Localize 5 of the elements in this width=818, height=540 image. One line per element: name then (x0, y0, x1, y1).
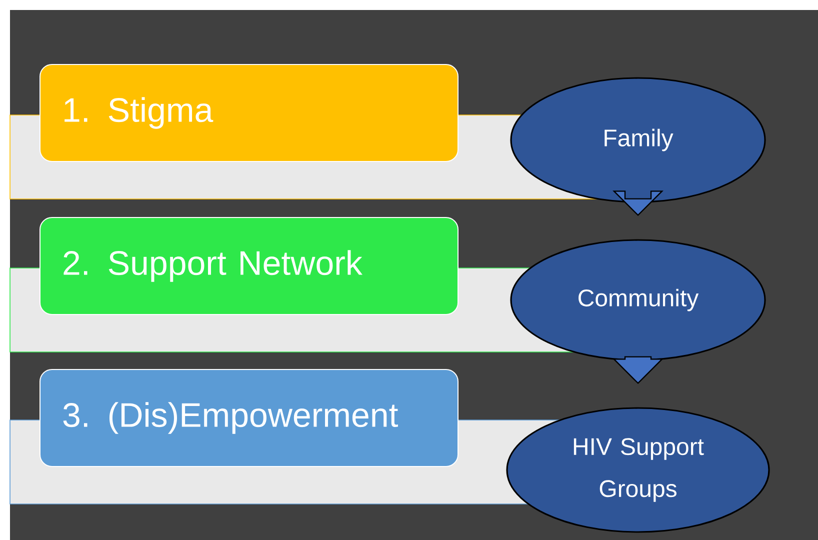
category-box: 1. Stigma (40, 64, 458, 162)
block-arrow (612, 190, 664, 216)
block-arrow (612, 356, 664, 384)
category-box: 2. Support Network (40, 217, 458, 315)
category-box: 3. (Dis)Empowerment (40, 369, 458, 467)
